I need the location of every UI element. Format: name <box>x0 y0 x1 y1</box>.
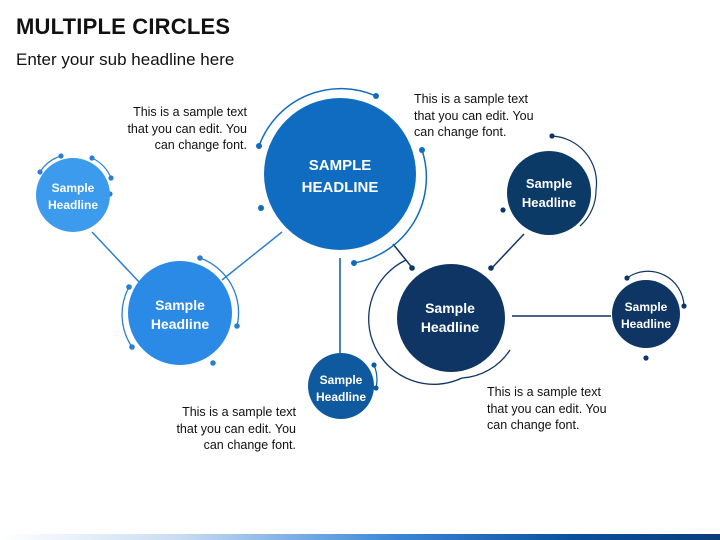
orbit-dot <box>234 323 240 329</box>
orbit-dot <box>58 153 64 159</box>
orbit-arc <box>258 87 377 147</box>
node-label: Headline <box>621 317 671 331</box>
note-bottom-middle: This is a sample text that you can edit.… <box>146 404 296 454</box>
note-line: can change font. <box>203 438 296 452</box>
node-label: HEADLINE <box>302 179 379 196</box>
node-top-right <box>500 133 598 235</box>
note-line: can change font. <box>414 125 507 139</box>
node-label: Sample <box>52 181 95 195</box>
orbit-dot <box>373 385 379 391</box>
note-line: can change font. <box>487 418 580 432</box>
node-circle <box>128 261 232 365</box>
page-title: MULTIPLE CIRCLES <box>16 14 231 39</box>
orbit-dot <box>373 93 379 99</box>
node-label: Sample <box>320 373 363 387</box>
node-center <box>256 87 428 266</box>
connector-left-center <box>221 231 283 281</box>
orbit-arc <box>551 135 598 191</box>
node-label: Headline <box>421 319 480 335</box>
orbit-dot <box>108 175 114 181</box>
orbit-arc <box>121 286 133 348</box>
node-circle <box>397 264 505 372</box>
node-label: Headline <box>48 198 98 212</box>
orbit-dot <box>643 355 649 361</box>
orbit-arc <box>373 364 378 389</box>
node-circle <box>308 353 374 419</box>
orbit-dot <box>351 260 357 266</box>
node-label: Headline <box>522 195 576 210</box>
page-subtitle: Enter your sub headline here <box>16 50 235 69</box>
orbit-dot <box>488 265 494 271</box>
orbit-dot <box>256 143 262 149</box>
orbit-dot <box>549 133 555 139</box>
note-line: can change font. <box>154 138 247 152</box>
connector-right-topright <box>489 233 525 271</box>
orbit-arc <box>626 270 685 307</box>
note-line: This is a sample text <box>487 385 601 399</box>
orbit-dot <box>210 360 216 366</box>
orbit-arc <box>461 349 511 379</box>
note-bottom-right: This is a sample text that you can edit.… <box>487 384 647 434</box>
node-label: Sample <box>526 176 572 191</box>
orbit-dot <box>258 205 264 211</box>
node-label: Sample <box>425 300 475 316</box>
orbit-dot <box>197 255 203 261</box>
note-line: that you can edit. You <box>414 108 534 123</box>
orbit-arc <box>368 259 463 385</box>
node-left <box>121 255 240 366</box>
orbit-dot <box>409 265 415 271</box>
node-label: SAMPLE <box>309 157 372 174</box>
note-top-left: This is a sample text that you can edit.… <box>100 104 247 154</box>
node-circle <box>36 158 110 232</box>
note-line: This is a sample text <box>133 105 247 119</box>
note-top-right: This is a sample text that you can edit.… <box>414 91 574 141</box>
node-top-left <box>36 153 114 232</box>
node-right <box>368 259 511 385</box>
orbit-dot <box>129 344 135 350</box>
orbit-arc <box>579 189 597 227</box>
note-line: that you can edit. You <box>487 401 607 416</box>
node-label: Sample <box>625 300 668 314</box>
bottom-accent-bar <box>0 534 720 540</box>
orbit-dot <box>371 362 377 368</box>
node-label: Headline <box>316 390 366 404</box>
orbit-dot <box>624 275 630 281</box>
node-circle <box>507 151 591 235</box>
node-circle <box>612 280 680 348</box>
note-line: This is a sample text <box>182 405 296 419</box>
note-line: that you can edit. You <box>127 121 247 136</box>
node-label: Sample <box>155 297 205 313</box>
orbit-dot <box>500 207 506 213</box>
node-bottom-middle <box>308 353 379 419</box>
orbit-arc <box>199 257 240 327</box>
orbit-dot <box>419 147 425 153</box>
note-line: This is a sample text <box>414 92 528 106</box>
orbit-dot <box>681 303 687 309</box>
node-far-right <box>612 270 687 361</box>
note-line: that you can edit. You <box>176 421 296 436</box>
orbit-dot <box>37 169 43 175</box>
orbit-dot <box>89 155 95 161</box>
orbit-dot <box>126 284 132 290</box>
connector-topleft-left <box>91 231 141 284</box>
orbit-arc <box>353 149 428 264</box>
node-circle <box>264 98 416 250</box>
node-label: Headline <box>151 316 210 332</box>
